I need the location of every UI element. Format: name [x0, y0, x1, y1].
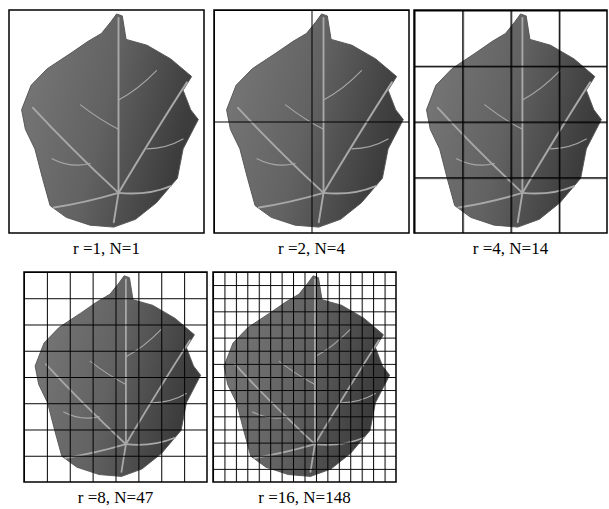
box-grid [213, 272, 396, 482]
panel-border [24, 272, 207, 482]
box-grid [24, 272, 207, 482]
panel-border [9, 10, 204, 233]
panel-caption: r =16, N=148 [258, 488, 350, 508]
panel-caption: r =1, N=1 [73, 239, 140, 259]
panel-caption: r =8, N=47 [78, 488, 153, 508]
panel-r16 [213, 272, 396, 482]
panel-r1 [9, 10, 204, 233]
box-grid [414, 10, 607, 233]
panel-border [213, 272, 396, 482]
panel-border [414, 10, 607, 233]
panel-caption: r =4, N=14 [473, 239, 548, 259]
panel-box: r =16, N=148 [213, 272, 396, 508]
panel-box: r =8, N=47 [24, 272, 207, 508]
box-grid [214, 10, 409, 233]
panel-r2 [214, 10, 409, 233]
panel-r4 [414, 10, 607, 233]
leaf-image [22, 14, 199, 227]
panel-caption: r =2, N=4 [278, 239, 345, 259]
panel-border [214, 10, 409, 233]
panel-box: r =1, N=1 [9, 10, 204, 259]
panel-box: r =4, N=14 [414, 10, 607, 259]
panel-box: r =2, N=4 [214, 10, 409, 259]
panel-r8 [24, 272, 207, 482]
